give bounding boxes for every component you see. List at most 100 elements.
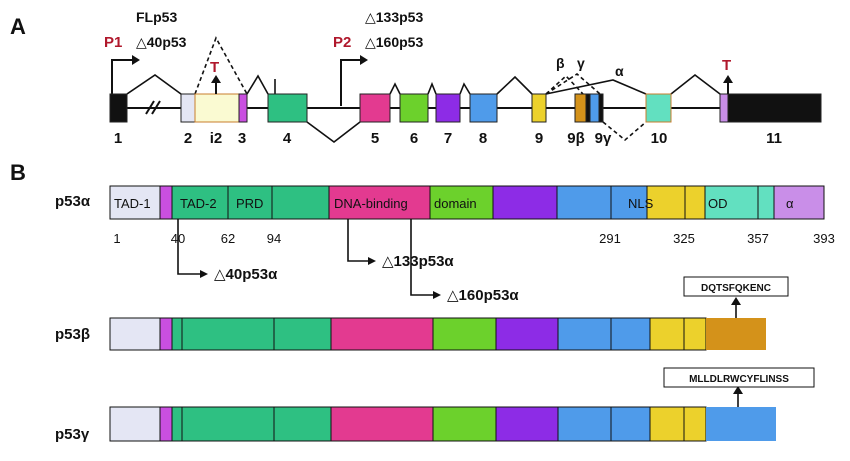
isoform-label-d133p53-alpha: △133p53α [382, 253, 454, 270]
domain-green-tail [271, 185, 330, 220]
exon-1 [109, 93, 128, 123]
alternative-splice-connectors [194, 36, 647, 142]
promoter-p1-arrow [111, 59, 132, 94]
domain-purple [495, 406, 559, 442]
domain-dbd-lime [429, 185, 494, 220]
domain-label-prd: PRD [236, 196, 263, 211]
exon-number: 10 [651, 130, 668, 147]
exon-i2 [194, 93, 240, 123]
domain-yellow [649, 317, 685, 351]
exon-number: 9 [535, 130, 543, 147]
panel-b-label: B [10, 160, 26, 185]
domain-magenta [159, 317, 173, 351]
domain-magenta [159, 185, 173, 220]
isoform-label-flp53: FLp53 [136, 9, 177, 25]
exon-number: 7 [444, 130, 452, 147]
promoter-p2-arrowhead [360, 55, 368, 65]
break-mark-2 [151, 100, 161, 115]
residue-position: 393 [813, 231, 835, 246]
exon-number: 8 [479, 130, 487, 147]
domain-green [171, 317, 183, 351]
domain-prd [227, 185, 273, 220]
domain-blue [557, 406, 612, 442]
domain-nls-yellow-2 [684, 185, 706, 220]
domain-lime [432, 406, 497, 442]
domain-pink [330, 317, 434, 351]
exon-number: 3 [238, 130, 246, 147]
domain-beta-tail [706, 318, 766, 350]
residue-position: 94 [267, 231, 281, 246]
exon-9beta [574, 93, 587, 123]
domain-label-tad1: TAD-1 [114, 196, 151, 211]
stop-marker-i2-arrowhead [211, 75, 221, 83]
isoform-label-d160p53: △160p53 [365, 34, 423, 50]
truncation-arrow-d40 [177, 219, 200, 275]
truncation-arrow-d133 [347, 219, 368, 262]
residue-position: 1 [113, 231, 120, 246]
domain-gamma-tail [706, 407, 776, 441]
sequence-beta: DQTSFQKENC [701, 283, 771, 294]
domain-label-od: OD [708, 196, 728, 211]
domain-tad2 [171, 185, 229, 220]
sequence-box-beta [683, 276, 789, 297]
domain-green [273, 406, 332, 442]
residue-position: 357 [747, 231, 769, 246]
isoform-label-p53-gamma: p53γ [55, 426, 90, 443]
domain-od-2 [757, 185, 775, 220]
isoform-label-p53-beta: p53β [55, 326, 90, 343]
exon-4 [267, 93, 308, 123]
isoform-label-d133p53: △133p53 [365, 9, 423, 25]
stop-marker-11-arrowhead [723, 75, 733, 83]
exon-11-utr [727, 93, 822, 123]
splice-label-alpha: α [615, 63, 624, 79]
domain-alpha [773, 185, 825, 220]
domain-blue [610, 317, 651, 351]
exon-number: 9β [567, 130, 585, 147]
gamma-tail-arrowhead [733, 386, 743, 394]
splice-label-gamma: γ [577, 55, 585, 71]
promoter-p2-label: P2 [333, 34, 351, 51]
domain-yellow [649, 406, 685, 442]
isoform-label-p53-alpha: p53α [55, 193, 91, 210]
domain-yellow [683, 406, 707, 442]
exon-number-row: 1 2 i2 3 4 5 6 7 8 9 9β 9γ 10 11 [114, 130, 782, 147]
domain-green [171, 406, 183, 442]
panel-a-label: A [10, 14, 26, 39]
promoter-p1-arrowhead [132, 55, 140, 65]
isoform-label-d40p53-alpha: △40p53α [214, 266, 278, 283]
isoform-label-d40p53: △40p53 [136, 34, 187, 50]
exon-number: 1 [114, 130, 122, 147]
domain-label-dna-binding: DNA-binding [334, 196, 408, 211]
domain-yellow [683, 317, 707, 351]
exon-5 [359, 93, 391, 123]
exon-number: 11 [766, 130, 782, 147]
exon-8 [469, 93, 498, 123]
exon-number: 6 [410, 130, 418, 147]
sequence-box-gamma [663, 367, 815, 388]
promoter-p1-label: P1 [104, 34, 122, 51]
exon-9gamma [589, 93, 600, 123]
exon-7 [435, 93, 461, 123]
exon-number: i2 [210, 130, 223, 147]
domain-dbd-pink [328, 185, 431, 220]
domain-blue [557, 317, 612, 351]
protein-bar-p53-gamma [109, 406, 776, 442]
domain-magenta [159, 406, 173, 442]
domain-tad1 [109, 406, 161, 442]
beta-tail-arrowhead [731, 297, 741, 305]
truncation-arrow-d160 [410, 219, 433, 296]
domain-green [273, 317, 332, 351]
exon-number: 2 [184, 130, 192, 147]
domain-dbd-blue [556, 185, 612, 220]
domain-tad1 [109, 185, 161, 220]
truncation-arrowhead-d133 [368, 257, 376, 265]
splice-connectors [126, 73, 721, 144]
promoter-p2-arrow [340, 59, 360, 106]
domain-od [704, 185, 759, 220]
domain-label-nls: NLS [628, 196, 654, 211]
exon-number: 4 [283, 130, 292, 147]
exon-9gamma-marker [598, 93, 604, 123]
truncation-arrowhead-d160 [433, 291, 441, 299]
exon-6 [399, 93, 429, 123]
residue-position-row: 1 40 62 94 291 325 357 393 [113, 231, 834, 246]
